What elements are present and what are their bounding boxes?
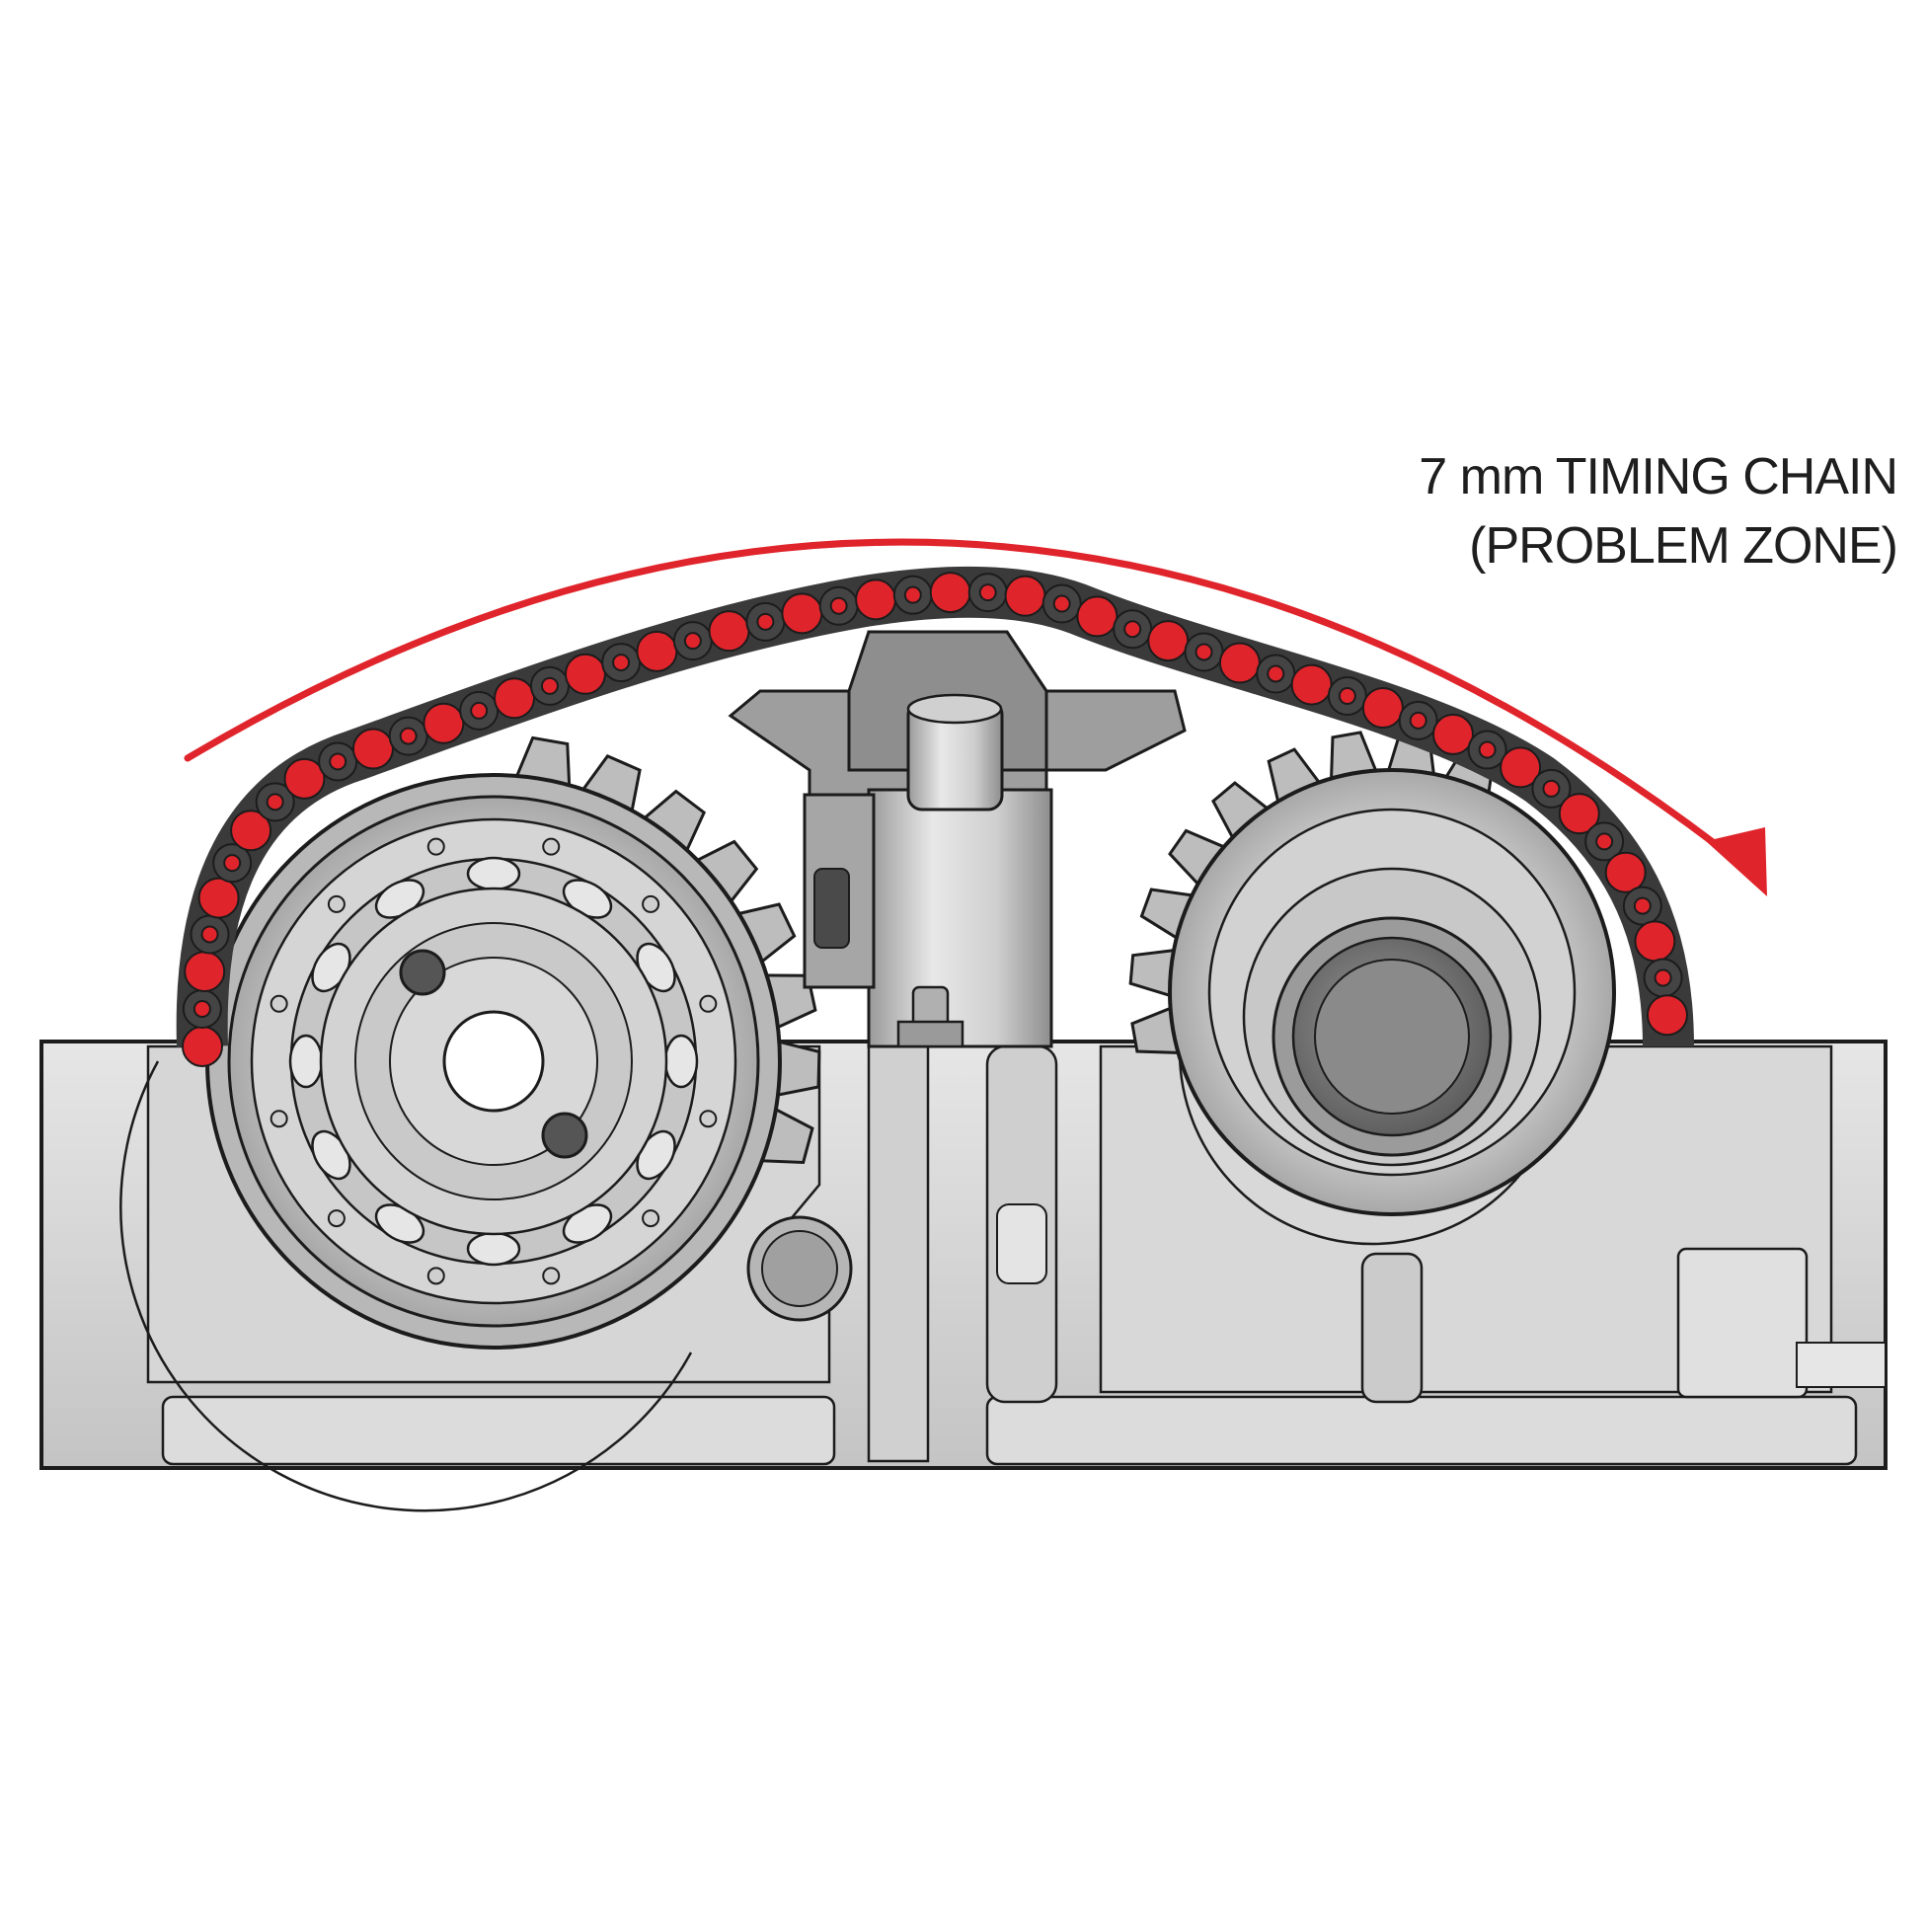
chain-pin <box>1595 832 1614 851</box>
chain-roller <box>1218 642 1261 684</box>
rotation-arrow <box>184 538 1767 896</box>
chain-pin <box>756 612 775 631</box>
chain-pin <box>329 752 347 771</box>
chain-roller <box>855 579 897 621</box>
chain-roller <box>1431 713 1474 755</box>
bearing-roller <box>288 1034 324 1089</box>
chain-roller <box>1147 620 1190 662</box>
bearing-hole <box>542 837 561 856</box>
chain-pin <box>193 1000 211 1019</box>
bearing-hole <box>699 1110 718 1128</box>
chain-roller <box>197 877 240 919</box>
chain-roller <box>230 810 272 852</box>
chain-roller <box>1361 687 1404 730</box>
chain-roller <box>182 1026 223 1067</box>
chain-roller <box>423 702 465 744</box>
annotation-line-2: (PROBLEM ZONE) <box>1469 517 1898 575</box>
bearing-roller <box>466 856 521 891</box>
chain-pin <box>1052 594 1071 613</box>
chain-pin <box>978 583 997 602</box>
chain-roller <box>351 728 394 770</box>
chain-pin <box>612 654 631 672</box>
bearing-roller <box>466 1231 521 1267</box>
annotation-line-1: 7 mm TIMING CHAIN <box>1419 448 1898 505</box>
chain-roller <box>1634 920 1676 963</box>
chain-pin <box>1267 664 1285 683</box>
chain-pin <box>399 727 418 745</box>
bearing-hole <box>426 1267 445 1285</box>
chain-pin <box>223 854 242 873</box>
chain-roller <box>929 572 971 614</box>
chain-roller <box>708 610 750 653</box>
bearing-hole <box>426 837 445 856</box>
chain-roller <box>1290 663 1333 706</box>
chain-pin <box>1338 687 1356 706</box>
bearing-hole <box>542 1267 561 1285</box>
bearing-hole <box>327 1209 346 1228</box>
chain-roller <box>564 653 606 695</box>
chain-tensioner <box>728 630 1187 1048</box>
chain-pin <box>1195 643 1213 661</box>
chain-pin <box>829 596 848 615</box>
chain-pin <box>1633 896 1652 915</box>
chain-roller <box>184 951 226 993</box>
chain-pin <box>903 585 922 604</box>
chain-roller <box>1558 793 1600 835</box>
chain-pin <box>1654 968 1672 987</box>
chain-roller <box>1076 595 1118 638</box>
chain-roller <box>283 757 326 800</box>
chain-pin <box>540 676 559 695</box>
chain-pin <box>1478 740 1497 759</box>
chain-pin <box>470 701 489 720</box>
chain-pin <box>200 925 219 944</box>
chain-roller <box>1004 575 1046 617</box>
crankshaft-sprocket <box>205 735 821 1350</box>
chain-roller <box>1604 851 1647 893</box>
chain-roller <box>1500 746 1542 789</box>
chain-roller <box>494 677 536 720</box>
chain-pin <box>683 632 702 651</box>
timing-chain <box>176 566 1694 1067</box>
bearing-hole <box>699 994 718 1013</box>
chain-roller <box>636 630 678 672</box>
chain-annotation: 7 mm TIMING CHAIN (PROBLEM ZONE) <box>1419 442 1898 580</box>
bearing-hole <box>327 894 346 913</box>
chain-pin <box>1409 711 1427 730</box>
camshaft-sprocket <box>1128 729 1616 1216</box>
chain-pin <box>1542 779 1561 798</box>
bearing-hole <box>642 894 660 913</box>
chain-pin <box>266 793 284 811</box>
chain-pin <box>1123 620 1142 639</box>
chain-roller <box>781 592 823 635</box>
bearing-roller <box>663 1034 699 1089</box>
chain-roller <box>1646 994 1688 1037</box>
bearing-hole <box>642 1209 660 1228</box>
bearing-hole <box>270 1110 288 1128</box>
bearing-hole <box>270 994 288 1013</box>
